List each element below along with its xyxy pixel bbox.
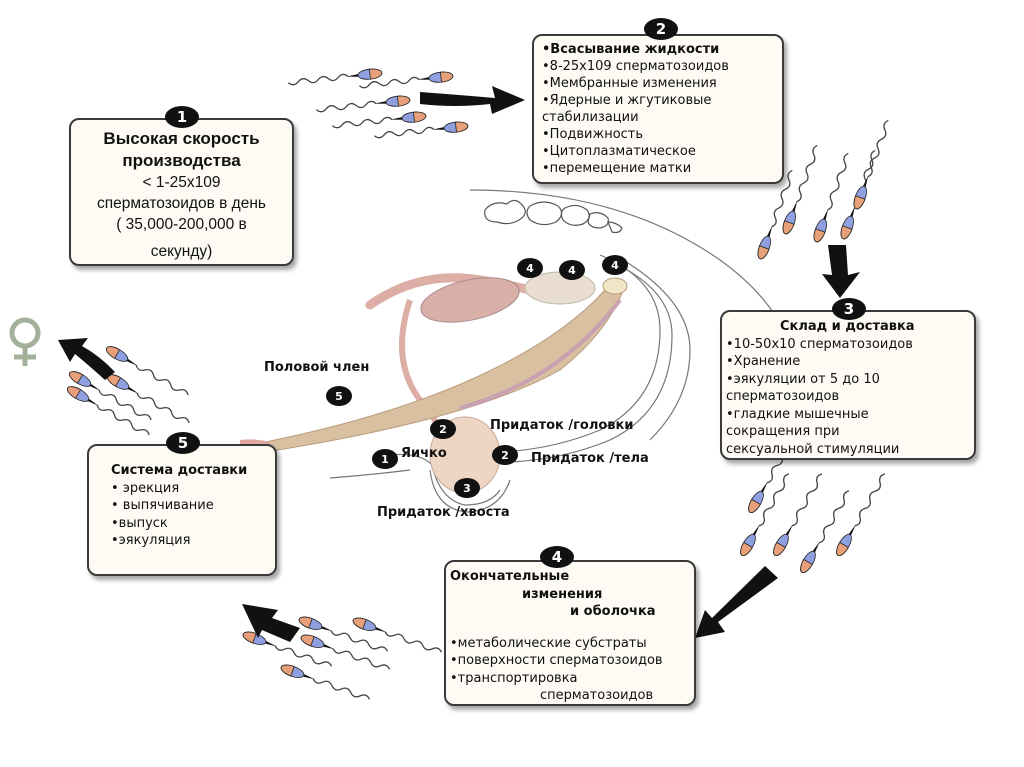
anatomy-markers: 4 4 4 5 2 2 1 3 [326,255,628,498]
step-5-text: •эякуляция [111,533,191,548]
marker-2-body: 2 [492,445,518,465]
arrow-3-to-4 [695,566,778,638]
svg-text:2: 2 [439,423,447,436]
marker-3-tail: 3 [454,478,480,498]
step-3-title: Склад и доставка [780,319,915,334]
marker-5: 5 [326,386,352,406]
label-epididymis-body: Придаток /тела [531,451,649,466]
arrow-2-to-3 [822,245,860,298]
step-3-text: •эякуляции от 5 до 10 [726,371,880,387]
step-4-badge: 4 [540,546,574,568]
step-4-text: сперматозоидов [540,688,654,703]
step-2-text: •Всасывание жидкости [542,42,720,57]
step-4-text: •метаболические субстраты [450,635,647,651]
step-3-text: •гладкие мышечные [726,406,869,422]
step-1-title-line: производства [122,151,241,170]
svg-text:4: 4 [611,259,619,272]
step-2-badge: 2 [644,18,678,40]
step-4-title-line: Окончательные [450,569,570,584]
step-1-title-line: Высокая скорость [103,129,260,148]
marker-4c: 4 [602,255,628,275]
step-5-text: • выпячивание [111,498,214,513]
svg-text:5: 5 [335,390,343,403]
step-2-text: •8-25x109 сперматозоидов [542,59,729,74]
marker-4a: 4 [517,258,543,278]
step-5-title: Система доставки [111,463,248,478]
step-4-title-line: и оболочка [570,604,656,619]
female-symbol-icon [9,317,41,366]
step-1-text: < 1-25x109 [142,174,221,191]
step-2-text: •перемещение матки [542,161,692,176]
svg-text:3: 3 [463,482,471,495]
step-3-text: сексуальной стимуляции [726,441,900,457]
marker-1-testis: 1 [372,449,398,469]
svg-text:1: 1 [381,453,389,466]
step-5-text: •выпуск [111,515,168,531]
step-2-text: •Ядерные и жгутиковые [542,93,712,108]
step-3-text: •Хранение [726,354,801,369]
svg-text:4: 4 [526,262,534,275]
step-4-title-line: изменения [522,586,603,602]
step-5-text: • эрекция [111,480,180,496]
flow-arrows [58,86,860,642]
step-1-box: 1 Высокая скорость производства < 1-25x1… [69,106,294,266]
step-3-box: 3 Склад и доставка •10-50x10 сперматозои… [720,298,976,460]
vertebrae [484,199,623,234]
marker-4b: 4 [559,260,585,280]
label-epididymis-head: Придаток /головки [490,418,634,433]
step-2-text: стабилизации [542,110,639,125]
marker-2-head: 2 [430,419,456,439]
step-3-text: •10-50x10 сперматозоидов [726,336,913,352]
step-4-box: 4 Окончательные изменения и оболочка •ме… [444,546,696,706]
step-5-box: 5 Система доставки • эрекция • выпячиван… [87,432,277,576]
step-3-badge: 3 [832,298,866,320]
step-5-badge: 5 [166,432,200,454]
arrow-5-to-female [58,338,115,380]
step-2-text: •Цитоплазматическое [542,144,696,159]
arrow-4-to-5 [242,604,300,642]
step-3-text: сперматозоидов [726,389,840,404]
label-epididymis-tail: Придаток /хвоста [377,505,510,520]
step-1-text: ( 35,000-200,000 в [116,216,247,233]
arrow-1-to-2 [420,86,525,114]
step-4-text: •транспортировка [450,670,578,686]
step-2-text: •Подвижность [542,127,644,142]
step-2-text: •Мембранные изменения [542,76,717,91]
svg-text:2: 2 [501,449,509,462]
step-1-badge: 1 [165,106,199,128]
step-4-text: •поверхности сперматозоидов [450,653,663,668]
seminal-vesicle [420,277,520,323]
step-2-box: 2 •Всасывание жидкости •8-25x109 спермат… [532,18,784,184]
label-penis: Половой член [264,360,370,375]
step-1-text: секунду) [150,243,213,260]
svg-text:4: 4 [568,264,576,277]
label-testis: Яичко [401,446,447,461]
step-3-text: сокращения при [726,424,840,439]
step-1-text: сперматозоидов в день [97,195,266,212]
